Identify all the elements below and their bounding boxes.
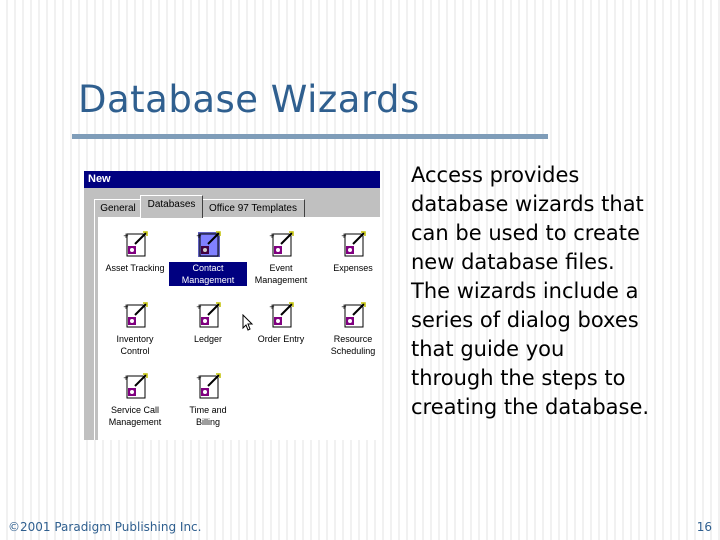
mouse-pointer-icon: [242, 314, 254, 331]
title-divider: [72, 134, 548, 139]
page-number: 16: [696, 520, 712, 534]
database-wizard-icon: +: [196, 373, 221, 399]
databases-panel: + Asset Tracking + Contact Management + …: [98, 217, 380, 440]
database-wizard-icon: +: [123, 302, 148, 328]
slide-body-text: Access provides database wizards that ca…: [411, 163, 650, 419]
svg-text:+: +: [269, 303, 275, 311]
database-wizard-icon: +: [196, 302, 221, 328]
svg-text:+: +: [196, 303, 202, 311]
wizard-label: Order Entry: [257, 334, 305, 344]
tab-office-97-templates[interactable]: Office 97 Templates: [201, 199, 305, 218]
svg-text:+: +: [196, 374, 202, 382]
wizard-label: Service Call Management: [108, 405, 162, 427]
svg-text:+: +: [196, 232, 202, 240]
svg-text:+: +: [341, 303, 347, 311]
wizard-label: Contact Management: [169, 262, 247, 286]
wizard-label: Inventory Control: [116, 334, 154, 356]
copyright-footer: ©2001 Paradigm Publishing Inc.: [8, 520, 202, 534]
wizard-label: Asset Tracking: [105, 263, 165, 273]
tab-general[interactable]: General: [94, 199, 142, 218]
dialog-title: New: [84, 171, 380, 188]
database-wizard-icon: +: [269, 302, 294, 328]
database-wizard-icon: +: [341, 231, 366, 257]
wizard-label: Resource Scheduling: [330, 334, 376, 356]
database-wizard-icon: +: [123, 373, 148, 399]
wizard-label: Time and Billing: [189, 405, 227, 427]
svg-text:+: +: [269, 232, 275, 240]
svg-text:+: +: [123, 303, 129, 311]
svg-text:+: +: [123, 374, 129, 382]
database-wizard-icon: +: [341, 302, 366, 328]
svg-text:+: +: [123, 232, 129, 240]
slide-title: Database Wizards: [78, 78, 420, 121]
database-wizard-icon: +: [123, 231, 148, 257]
tab-databases[interactable]: Databases: [140, 195, 203, 218]
new-database-dialog: New General Databases Office 97 Template…: [84, 171, 380, 440]
svg-text:+: +: [341, 232, 347, 240]
wizard-label: Expenses: [333, 263, 373, 273]
wizard-label: Ledger: [193, 334, 223, 344]
database-wizard-icon: +: [269, 231, 294, 257]
wizard-label: Event Management: [254, 263, 308, 285]
database-wizard-icon: +: [196, 231, 221, 257]
